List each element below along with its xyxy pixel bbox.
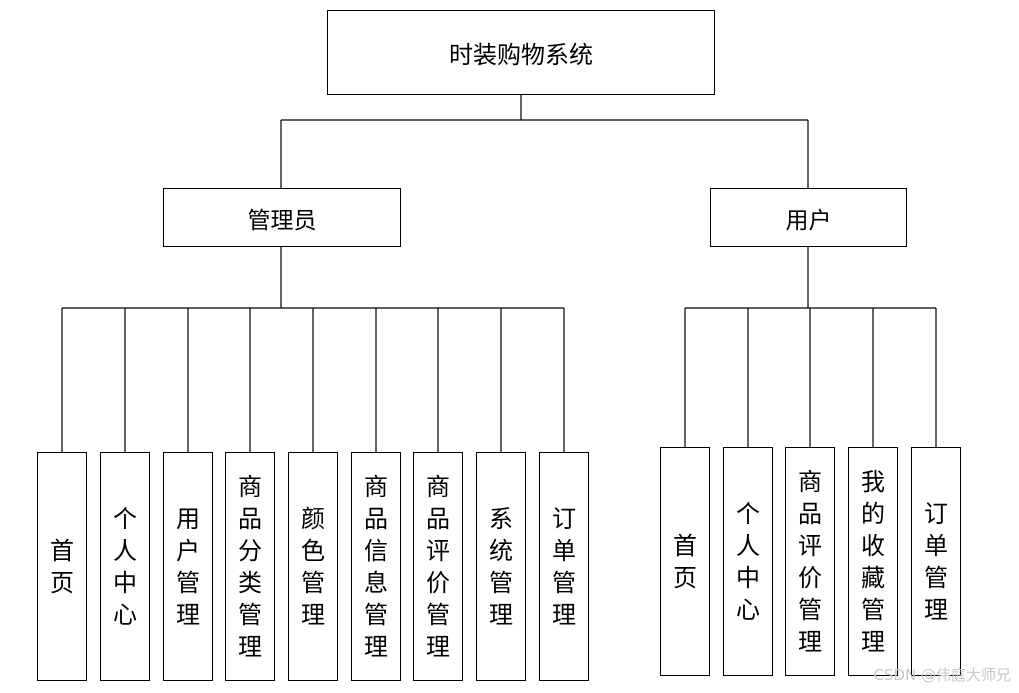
admin-leaf-label: 用户管理	[176, 504, 200, 629]
root-label: 时装购物系统	[449, 41, 593, 69]
admin-leaf-label: 个人中心	[113, 504, 137, 629]
admin-leaf-review-management: 商品评价管理	[413, 452, 463, 681]
user-leaf-review-management: 商品评价管理	[785, 447, 835, 676]
admin-leaf-system-management: 系统管理	[476, 452, 526, 681]
user-leaf-label: 订单管理	[924, 499, 948, 624]
admin-leaf-user-management: 用户管理	[163, 452, 213, 681]
admin-leaf-label: 订单管理	[552, 504, 576, 629]
admin-leaf-home: 首页	[37, 452, 87, 681]
admin-leaf-label: 颜色管理	[301, 504, 325, 629]
admin-leaf-product-info-management: 商品信息管理	[351, 452, 401, 681]
user-leaf-favorites-management: 我的收藏管理	[848, 447, 898, 676]
admin-leaf-category-management: 商品分类管理	[225, 452, 275, 681]
user-leaf-label: 我的收藏管理	[861, 467, 885, 656]
admin-leaf-label: 商品分类管理	[238, 472, 262, 661]
user-leaf-label: 个人中心	[736, 499, 760, 624]
admin-leaf-personal-center: 个人中心	[100, 452, 150, 681]
user-label: 用户	[785, 207, 832, 234]
admin-leaf-color-management: 颜色管理	[288, 452, 338, 681]
admin-label: 管理员	[247, 207, 317, 234]
admin-leaf-order-management: 订单管理	[539, 452, 589, 681]
user-leaf-home: 首页	[660, 447, 710, 676]
root-node: 时装购物系统	[327, 10, 715, 95]
admin-leaf-label: 首页	[50, 536, 74, 597]
admin-node: 管理员	[163, 188, 401, 247]
admin-leaf-label: 系统管理	[489, 504, 513, 629]
user-leaf-label: 首页	[673, 531, 697, 592]
user-leaf-order-management: 订单管理	[911, 447, 961, 676]
csdn-watermark: CSDN @伟庭大师兄	[873, 666, 1011, 684]
user-leaf-personal-center: 个人中心	[723, 447, 773, 676]
admin-leaf-label: 商品评价管理	[426, 472, 450, 661]
user-leaf-label: 商品评价管理	[798, 467, 822, 656]
admin-leaf-label: 商品信息管理	[364, 472, 388, 661]
user-node: 用户	[710, 188, 907, 247]
